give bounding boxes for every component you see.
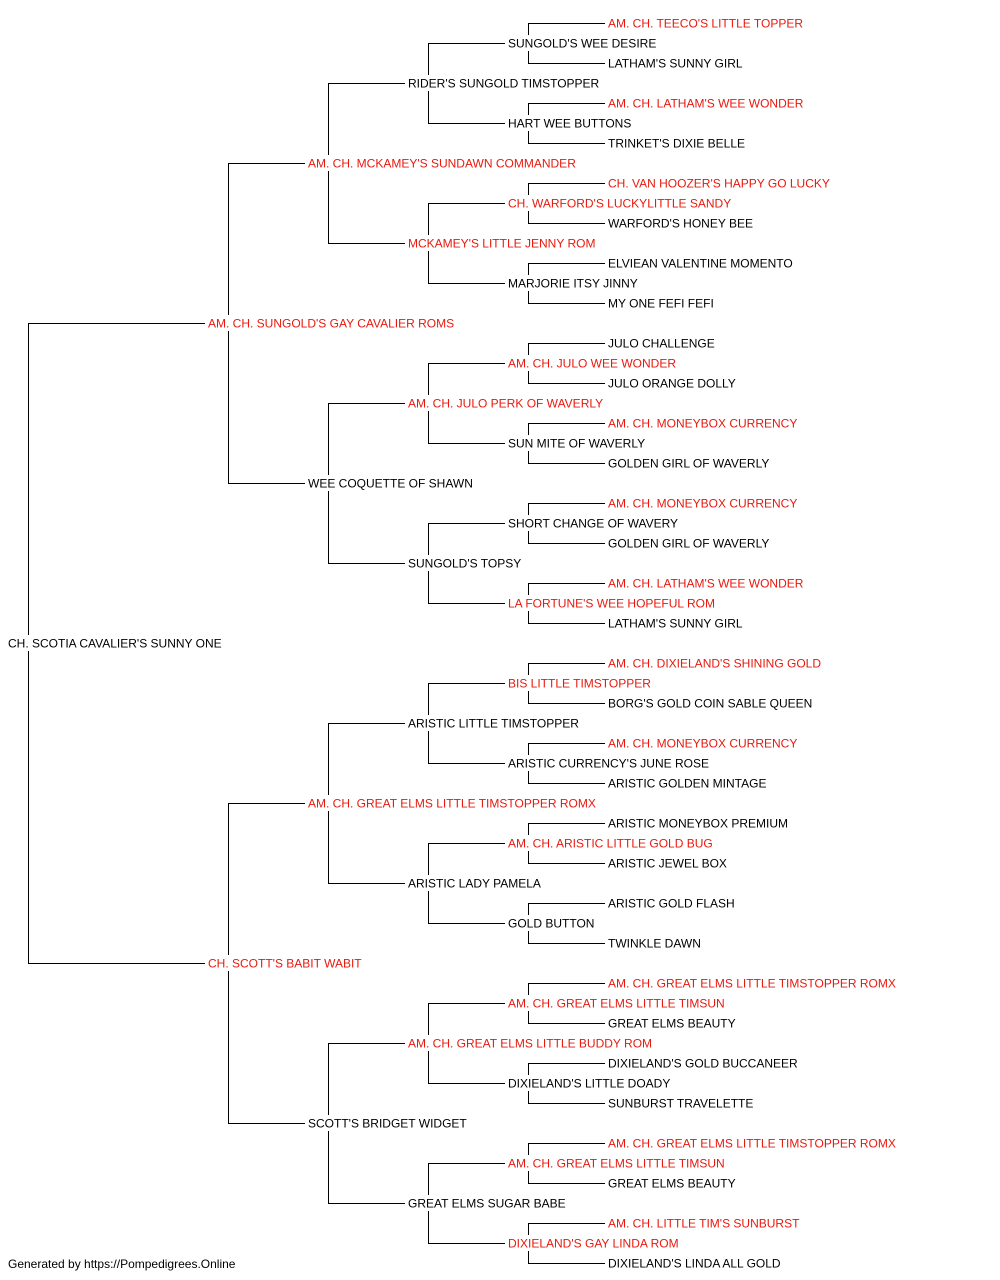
ancestor-name: WARFORD'S HONEY BEE: [608, 217, 753, 231]
ancestor-name: AM. CH. JULO WEE WONDER: [508, 357, 676, 371]
ancestor-name: WEE COQUETTE OF SHAWN: [308, 477, 473, 491]
ancestor-name: AM. CH. MONEYBOX CURRENCY: [608, 497, 797, 511]
ancestor-name: GREAT ELMS BEAUTY: [608, 1017, 736, 1031]
ancestor-name: GOLDEN GIRL OF WAVERLY: [608, 537, 769, 551]
ancestor-name: AM. CH. DIXIELAND'S SHINING GOLD: [608, 657, 821, 671]
ancestor-name: CH. SCOTT'S BABIT WABIT: [208, 957, 362, 971]
ancestor-name: GOLDEN GIRL OF WAVERLY: [608, 457, 769, 471]
ancestor-name: AM. CH. MONEYBOX CURRENCY: [608, 737, 797, 751]
ancestor-name: AM. CH. GREAT ELMS LITTLE TIMSUN: [508, 1157, 725, 1171]
ancestor-name: LA FORTUNE'S WEE HOPEFUL ROM: [508, 597, 715, 611]
ancestor-name: HART WEE BUTTONS: [508, 117, 631, 131]
ancestor-name: GREAT ELMS SUGAR BABE: [408, 1197, 566, 1211]
ancestor-name: SUN MITE OF WAVERLY: [508, 437, 645, 451]
ancestor-name: MCKAMEY'S LITTLE JENNY ROM: [408, 237, 595, 251]
ancestor-name: CH. SCOTIA CAVALIER'S SUNNY ONE: [8, 637, 222, 651]
ancestor-name: SHORT CHANGE OF WAVERY: [508, 517, 678, 531]
ancestor-name: RIDER'S SUNGOLD TIMSTOPPER: [408, 77, 600, 91]
ancestor-name: AM. CH. GREAT ELMS LITTLE TIMSTOPPER ROM…: [608, 1137, 896, 1151]
ancestor-name: ARISTIC MONEYBOX PREMIUM: [608, 817, 788, 831]
ancestor-name: LATHAM'S SUNNY GIRL: [608, 617, 743, 631]
ancestor-name: ELVIEAN VALENTINE MOMENTO: [608, 257, 793, 271]
ancestor-name: AM. CH. GREAT ELMS LITTLE TIMSTOPPER ROM…: [608, 977, 896, 991]
ancestor-name: MARJORIE ITSY JINNY: [508, 277, 638, 291]
ancestor-name: MY ONE FEFI FEFI: [608, 297, 714, 311]
ancestor-name: DIXIELAND'S LINDA ALL GOLD: [608, 1257, 781, 1271]
ancestor-name: ARISTIC GOLDEN MINTAGE: [608, 777, 766, 791]
ancestor-name: DIXIELAND'S LITTLE DOADY: [508, 1077, 670, 1091]
ancestor-name: DIXIELAND'S GOLD BUCCANEER: [608, 1057, 798, 1071]
ancestor-name: SUNGOLD'S TOPSY: [408, 557, 521, 571]
ancestor-name: AM. CH. MCKAMEY'S SUNDAWN COMMANDER: [308, 157, 576, 171]
pedigree-connector-lines: [28, 23, 605, 1264]
ancestor-name: AM. CH. GREAT ELMS LITTLE TIMSUN: [508, 997, 725, 1011]
ancestor-name: DIXIELAND'S GAY LINDA ROM: [508, 1237, 679, 1251]
ancestor-name: BORG'S GOLD COIN SABLE QUEEN: [608, 697, 812, 711]
ancestor-name: JULO CHALLENGE: [608, 337, 715, 351]
ancestor-name: ARISTIC CURRENCY'S JUNE ROSE: [508, 757, 709, 771]
ancestor-name: SCOTT'S BRIDGET WIDGET: [308, 1117, 467, 1131]
ancestor-name: AM. CH. LITTLE TIM'S SUNBURST: [608, 1217, 800, 1231]
ancestor-name: AM. CH. GREAT ELMS LITTLE BUDDY ROM: [408, 1037, 652, 1051]
generated-by-footer: Generated by https://Pompedigrees.Online: [8, 1257, 236, 1271]
ancestor-name: GREAT ELMS BEAUTY: [608, 1177, 736, 1191]
ancestor-name: LATHAM'S SUNNY GIRL: [608, 57, 743, 71]
ancestor-name: AM. CH. LATHAM'S WEE WONDER: [608, 577, 804, 591]
ancestor-name: CH. WARFORD'S LUCKYLITTLE SANDY: [508, 197, 731, 211]
ancestor-name: AM. CH. TEECO'S LITTLE TOPPER: [608, 17, 803, 31]
ancestor-name: ARISTIC LITTLE TIMSTOPPER: [408, 717, 579, 731]
ancestor-name: JULO ORANGE DOLLY: [608, 377, 736, 391]
ancestor-name: ARISTIC LADY PAMELA: [408, 877, 541, 891]
pedigree-name-labels: CH. SCOTIA CAVALIER'S SUNNY ONE AM. CH. S…: [8, 17, 896, 1271]
ancestor-name: AM. CH. JULO PERK OF WAVERLY: [408, 397, 603, 411]
ancestor-name: TRINKET'S DIXIE BELLE: [608, 137, 745, 151]
ancestor-name: TWINKLE DAWN: [608, 937, 701, 951]
ancestor-name: BIS LITTLE TIMSTOPPER: [508, 677, 651, 691]
ancestor-name: SUNGOLD'S WEE DESIRE: [508, 37, 656, 51]
ancestor-name: CH. VAN HOOZER'S HAPPY GO LUCKY: [608, 177, 830, 191]
ancestor-name: ARISTIC JEWEL BOX: [608, 857, 727, 871]
ancestor-name: ARISTIC GOLD FLASH: [608, 897, 735, 911]
ancestor-name: SUNBURST TRAVELETTE: [608, 1097, 753, 1111]
ancestor-name: AM. CH. GREAT ELMS LITTLE TIMSTOPPER ROM…: [308, 797, 596, 811]
ancestor-name: GOLD BUTTON: [508, 917, 594, 931]
ancestor-name: AM. CH. ARISTIC LITTLE GOLD BUG: [508, 837, 713, 851]
ancestor-name: AM. CH. MONEYBOX CURRENCY: [608, 417, 797, 431]
ancestor-name: AM. CH. LATHAM'S WEE WONDER: [608, 97, 804, 111]
ancestor-name: AM. CH. SUNGOLD'S GAY CAVALIER ROMS: [208, 317, 454, 331]
